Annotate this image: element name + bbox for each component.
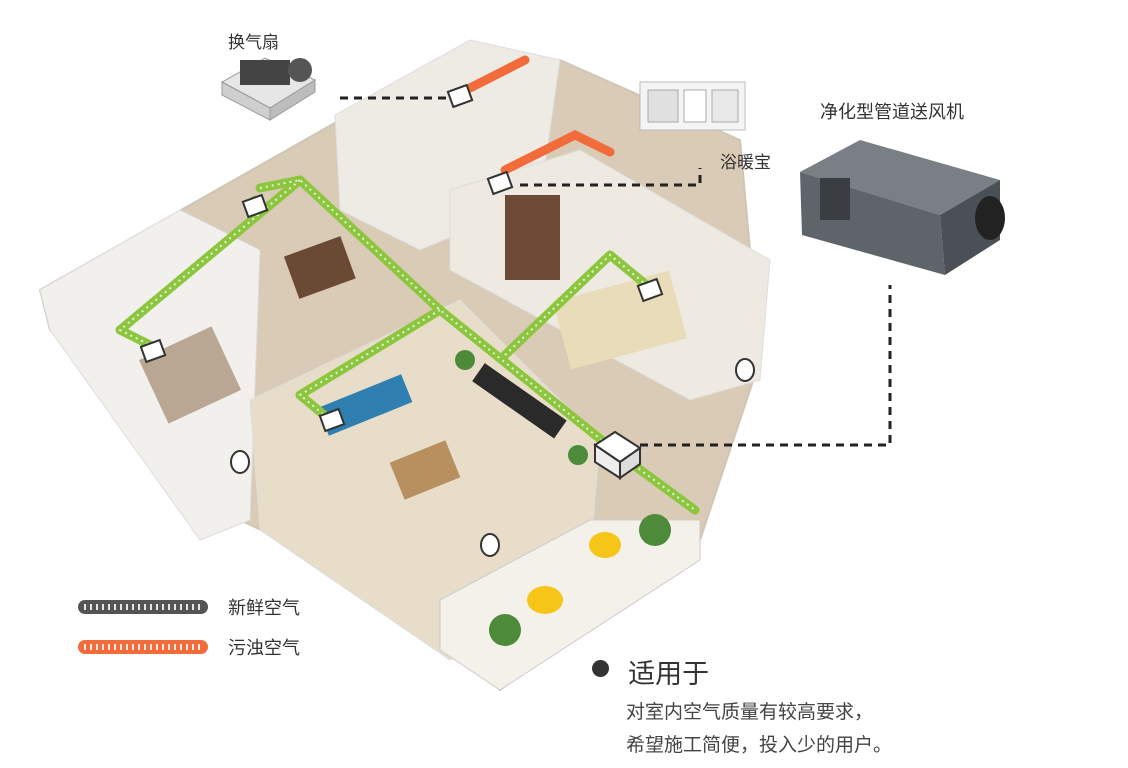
legend-dirty-label: 污浊空气: [228, 638, 300, 659]
legend-fresh-air: 新鲜空气: [78, 594, 300, 620]
exhaust-fan-product: [220, 57, 317, 121]
bath-heater-product: [639, 81, 746, 131]
wardrobe: [505, 195, 560, 280]
bath-heater-label: 浴暖宝: [720, 153, 771, 173]
purifier-unit-product: [800, 140, 1005, 275]
applies-line-2: 希望施工简便，投入少的用户。: [626, 734, 893, 756]
tv-cabinet: [472, 363, 567, 439]
fresh-air-swatch: [78, 600, 208, 614]
plant-4: [568, 445, 588, 465]
balcony-chair-1: [527, 586, 563, 614]
bullet-dot: [592, 660, 609, 677]
balcony-chair-2: [589, 532, 621, 558]
plant-1: [489, 614, 521, 646]
plant-2: [639, 514, 671, 546]
dirty-air-swatch: [78, 640, 208, 654]
legend-fresh-label: 新鲜空气: [228, 598, 300, 619]
coffee-table: [389, 440, 461, 500]
connector-lines: [340, 96, 892, 447]
wall-exhaust-vents: [230, 358, 755, 557]
dining-table: [283, 236, 356, 299]
dirty-air-ducts: [465, 55, 615, 175]
legend-dirty-air: 污浊空气: [78, 634, 300, 660]
ceiling-vents: [139, 83, 664, 433]
applies-line-1: 对室内空气质量有较高要求，: [626, 701, 874, 723]
applies-title: 适用于: [628, 659, 710, 690]
applies-to-section: 适用于 对室内空气质量有较高要求， 希望施工简便，投入少的用户。: [592, 652, 892, 757]
purifier-unit-label: 净化型管道送风机: [820, 102, 964, 123]
balcony: [439, 519, 701, 691]
exhaust-fan-label: 换气扇: [228, 33, 279, 53]
plant-3: [455, 350, 475, 370]
